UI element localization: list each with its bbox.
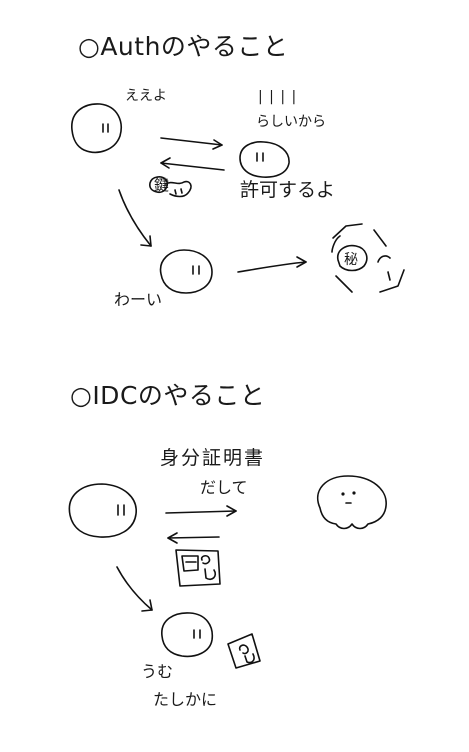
secret-vault-icon (331, 223, 405, 293)
user-speech-umu: うむ (141, 662, 174, 681)
arrow-server-to-user (160, 162, 225, 171)
server-face-oauth (239, 141, 290, 178)
app-speech-waai: わーい (114, 290, 163, 309)
user-face-oauth (71, 103, 122, 154)
id-request-sub: だして (200, 478, 248, 497)
id-card-icon (175, 549, 221, 587)
server-grant-label: 許可するよ (240, 179, 336, 201)
secret-label: 秘 (344, 252, 358, 268)
arrow-head (212, 139, 223, 150)
server-thought-rashiikara: らしいから (256, 114, 326, 130)
arrow-head (141, 599, 153, 612)
arrow-user-to-app (118, 189, 152, 247)
token-icon (149, 176, 192, 198)
arrow-provider-to-user (167, 536, 220, 539)
arrow-user-to-server (160, 137, 223, 146)
user-face-oidc (68, 483, 137, 538)
arrow-user-to-provider (165, 510, 237, 514)
id-request-label: 身分証明書 (160, 447, 266, 469)
arrow-head (167, 532, 178, 544)
oidc-section-title: ○IDCのやること (70, 381, 266, 410)
server-thought-marks: | | | | (258, 89, 298, 105)
arrow-app-to-secret (237, 261, 307, 273)
user-speech-eeyo: ええよ (125, 88, 167, 104)
user-speech-tashikani: たしかに (153, 690, 218, 709)
arrow-user-to-relying-party (116, 566, 153, 611)
arrow-head (296, 256, 307, 268)
app-face-oauth (159, 249, 213, 294)
received-id-card-icon (227, 633, 261, 669)
identity-provider-face (317, 475, 387, 530)
arrow-head (160, 157, 171, 169)
oauth-section-title: ○Authのやること (78, 32, 289, 61)
relying-party-face (161, 612, 214, 658)
arrow-head (140, 235, 152, 247)
arrow-head (226, 505, 237, 517)
